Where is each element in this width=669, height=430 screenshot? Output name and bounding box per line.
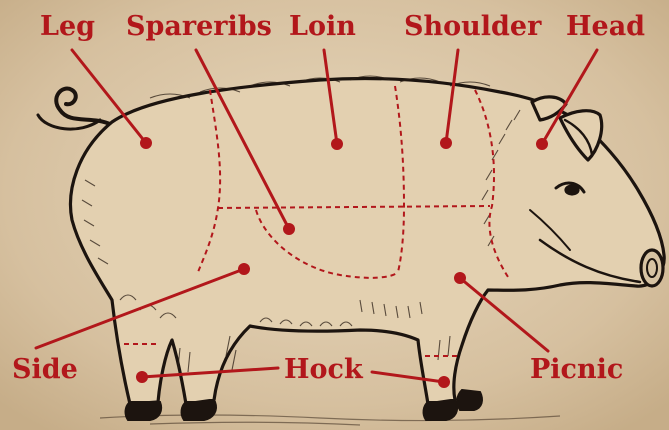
picnic-dot (454, 272, 466, 284)
label-hock: Hock (284, 354, 364, 385)
label-head: Head (566, 11, 645, 42)
label-spareribs: Spareribs (126, 11, 272, 42)
leg-dot (140, 137, 152, 149)
label-picnic: Picnic (530, 354, 623, 385)
label-leg: Leg (40, 11, 95, 42)
loin-dot (331, 138, 343, 150)
side-dot (238, 263, 250, 275)
hock-dot-left (136, 371, 148, 383)
label-side: Side (12, 354, 78, 385)
label-loin: Loin (289, 11, 356, 42)
shoulder-dot (440, 137, 452, 149)
spareribs-dot (283, 223, 295, 235)
label-shoulder: Shoulder (404, 11, 542, 42)
hock-dot-right (438, 376, 450, 388)
head-dot (536, 138, 548, 150)
